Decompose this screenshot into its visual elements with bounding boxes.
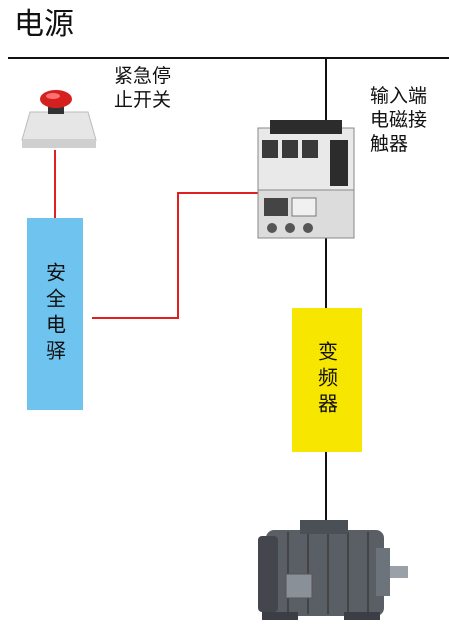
contactor-label: 输入端 电磁接 触器 [370,85,428,155]
motor-icon [258,520,408,620]
inverter-box: 变频器 [292,308,362,452]
emergency-stop-icon [21,90,97,148]
contactor-icon [257,120,355,239]
emergency-stop-label: 紧急停 止开关 [114,65,172,111]
relay-to-contactor-wire [92,192,258,319]
safety-relay-box: 安全电驿 [27,218,83,410]
page-title: 电源 [14,7,74,42]
